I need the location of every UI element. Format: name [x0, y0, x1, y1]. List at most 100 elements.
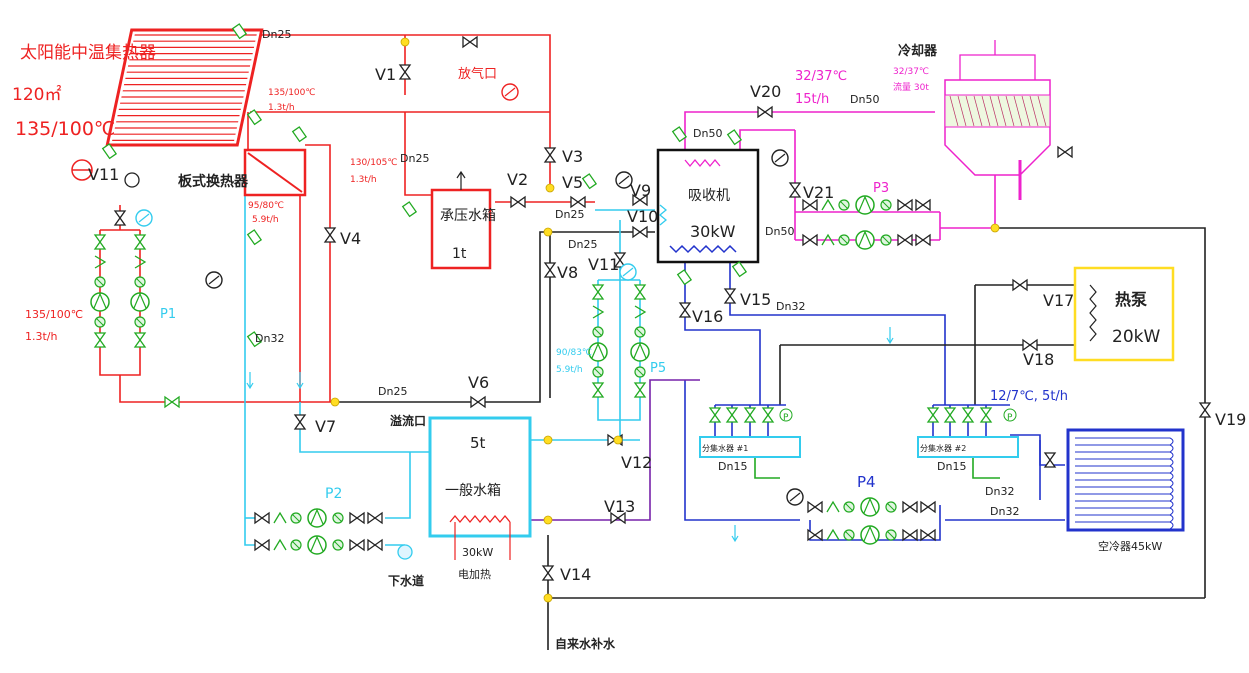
chiller-capacity: 30kW	[690, 222, 736, 241]
vent-label: 放气口	[458, 66, 497, 82]
drain-icon	[397, 544, 413, 560]
check-valve-icon	[634, 305, 647, 319]
gate-valve-icon	[979, 407, 993, 423]
pipe-size-label: Dn32	[255, 332, 284, 345]
gate-valve-icon	[1022, 338, 1038, 352]
gauge-p-letter: P	[783, 413, 789, 423]
valve-label-v6: V6	[468, 373, 489, 392]
pump-icon	[630, 342, 650, 362]
buffer-water-tank	[428, 416, 532, 538]
pipe-size-label: Dn32	[990, 505, 1019, 518]
valve-label-v14: V14	[560, 565, 591, 584]
gate-valve-icon	[254, 538, 270, 552]
gate-valve-icon	[632, 193, 648, 207]
manifold-2	[917, 436, 1019, 458]
valve-label-v13: V13	[604, 497, 635, 516]
valve-label-v15: V15	[740, 290, 771, 309]
gate-valve-icon	[897, 233, 913, 247]
gate-valve-icon	[788, 182, 802, 198]
sensor-icon	[124, 172, 140, 188]
valve-label-v16: V16	[692, 307, 723, 326]
gate-valve-icon	[915, 233, 931, 247]
valve-label-v11b: V11	[588, 255, 619, 274]
gate-valve-icon	[254, 511, 270, 525]
pump-label-p2: P2	[325, 486, 342, 502]
pump-icon	[130, 292, 150, 312]
valve-label-v19: V19	[1215, 410, 1246, 429]
gate-valve-icon	[367, 511, 383, 525]
gate-valve-icon	[349, 538, 365, 552]
chw-label: 12/7℃, 5t/h	[990, 389, 1068, 404]
gate-valve-icon	[1057, 145, 1073, 159]
gate-valve-icon	[961, 407, 975, 423]
pipe-size-label: Dn25	[568, 238, 597, 251]
gate-valve-icon	[807, 500, 823, 514]
temperature-sensor-icon	[246, 109, 263, 126]
plate-hx-temp: 95/80℃	[248, 201, 284, 211]
pump-icon	[90, 292, 110, 312]
pipe-cyan-left	[244, 190, 258, 546]
manifold-drain	[972, 457, 1000, 479]
valve-label-v18: V18	[1023, 350, 1054, 369]
gate-valve-icon	[920, 528, 936, 542]
manifold-drain	[754, 457, 780, 479]
valve-label-v1: V1	[375, 65, 396, 84]
buffer-tank-capacity: 5t	[470, 434, 486, 452]
gate-valve-icon	[293, 414, 307, 430]
gate-valve-icon	[398, 64, 412, 80]
pressure-tank-name: 承压水箱	[440, 208, 496, 224]
solar-temp: 135/100℃	[15, 118, 115, 140]
pressure-tank-capacity: 1t	[452, 246, 467, 262]
pump-icon	[860, 497, 880, 517]
heat-pump-name: 热泵	[1115, 290, 1147, 309]
pipe-v6	[335, 231, 655, 403]
cw-flow: 15t/h	[795, 92, 829, 107]
junction-dot-icon	[543, 435, 553, 445]
gate-valve-icon	[349, 511, 365, 525]
pump-icon	[860, 525, 880, 545]
gate-valve-icon	[613, 252, 627, 268]
temperature-sensor-icon	[581, 173, 598, 190]
pipe-size-label: Dn50	[850, 93, 879, 106]
pipe-v4	[305, 144, 331, 402]
pressure-indicator-icon	[779, 408, 793, 422]
heat-pump-capacity: 20kW	[1112, 327, 1160, 347]
pressure-indicator-icon	[1003, 408, 1017, 422]
gate-valve-icon	[367, 538, 383, 552]
junction-dot-icon	[330, 397, 340, 407]
p1-flow: 1.3t/h	[25, 330, 58, 343]
pump-label-p1: P1	[160, 307, 176, 322]
gate-valve-icon	[807, 528, 823, 542]
temperature-sensor-icon	[731, 261, 748, 278]
junction-dot-icon	[990, 223, 1000, 233]
gate-valve-icon	[113, 210, 127, 226]
air-cooler-name: 空冷器45kW	[1098, 539, 1162, 553]
pipe-top-red	[235, 34, 551, 188]
vent-arrow-icon	[456, 170, 466, 190]
buffer-tank-name: 一般水箱	[445, 483, 501, 499]
cooling-tower-temp: 32/37℃	[893, 67, 929, 77]
pipe-size-label: Dn50	[765, 225, 794, 238]
temperature-sensor-icon	[401, 201, 418, 218]
valve-label-v7: V7	[315, 417, 336, 436]
gate-valve-icon	[462, 35, 478, 49]
gate-valve-icon	[725, 407, 739, 423]
valve-label-v9: V9	[630, 181, 651, 200]
overflow-label: 溢流口	[390, 413, 426, 428]
gate-valve-icon	[943, 407, 957, 423]
valve-label-v10: V10	[627, 207, 658, 226]
junction-dot-icon	[613, 435, 623, 445]
gate-valve-icon	[802, 198, 818, 212]
gate-valve-icon	[133, 332, 147, 348]
manifold-1	[699, 436, 801, 458]
valve-label-v11: V11	[88, 165, 119, 184]
valve-label-v17: V17	[1043, 291, 1074, 310]
gauge-p-letter: P	[1007, 413, 1013, 423]
flow-arrow-icon	[886, 327, 894, 345]
hx-in-temp: 135/100℃	[268, 88, 316, 98]
temperature-sensor-icon	[676, 269, 693, 286]
check-valve-icon	[94, 255, 107, 269]
pipe-size-label: Dn32	[985, 485, 1014, 498]
gate-valve-icon	[1198, 402, 1212, 418]
